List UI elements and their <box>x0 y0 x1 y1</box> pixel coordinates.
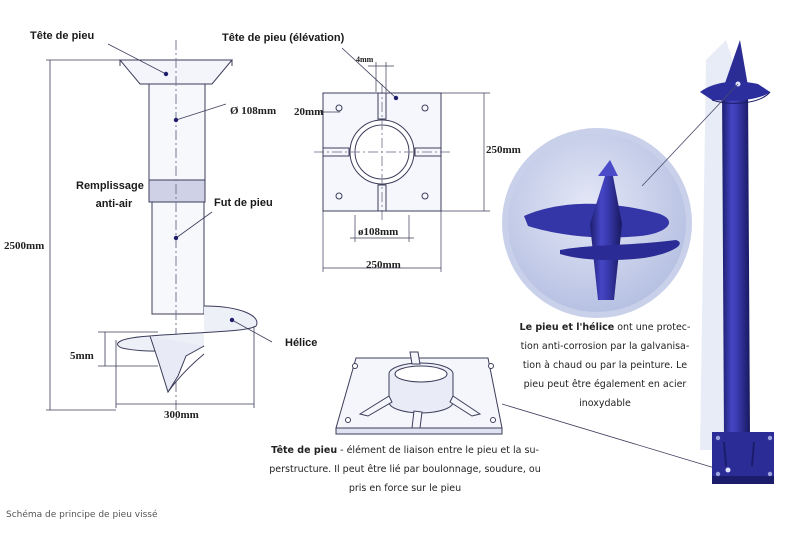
pile-photo <box>700 40 774 484</box>
description-pieu-helice-line3: tion à chaud ou par la peinture. Le <box>522 360 688 371</box>
leader-dot-shaft <box>173 235 179 241</box>
dim-pitch: 5mm <box>70 350 94 362</box>
description-tete-line2: perstructure. Il peut être lié par boulo… <box>269 464 541 475</box>
dim-diameter-pile: Ø 108mm <box>230 105 277 117</box>
pile-side-view <box>46 40 273 420</box>
zoom-inset <box>502 83 739 318</box>
dim-plate-height: 250mm <box>486 144 521 156</box>
label-remplissage-line2: anti-air <box>95 198 133 210</box>
leader-dot-plate <box>393 95 399 101</box>
description-tete-bold: Tête de pieu <box>271 445 338 456</box>
lower-shaft <box>151 201 205 315</box>
label-tete-de-pieu: Tête de pieu <box>30 30 95 42</box>
description-pieu-helice-bold: Le pieu et l'hélice <box>519 322 615 333</box>
filler-zone <box>148 179 206 203</box>
label-fut: Fut de pieu <box>214 197 273 209</box>
figure-caption: Schéma de principe de pieu vissé <box>6 510 158 520</box>
label-tete-elevation: Tête de pieu (élévation) <box>222 32 345 44</box>
head-plate-elevation <box>314 47 490 272</box>
description-pieu-helice-line4: pieu peut être également en acier <box>523 379 687 390</box>
leader-dot-upper <box>173 117 179 123</box>
label-remplissage: Remplissage anti-air <box>76 180 144 210</box>
leader-dot-head <box>163 71 169 77</box>
description-pieu-helice-line1: ont une protec- <box>614 322 691 333</box>
leader-dot-helix <box>229 317 235 323</box>
label-helice: Hélice <box>285 337 318 349</box>
dim-plate-width: 250mm <box>366 259 401 271</box>
description-pieu-helice: Le pieu et l'hélice ont une protec- tion… <box>500 318 710 413</box>
description-tete: Tête de pieu - élément de liaison entre … <box>250 441 560 498</box>
dim-length: 2500mm <box>4 240 45 252</box>
description-pieu-helice-line2: tion anti-corrosion par la galvanisa- <box>520 341 690 352</box>
description-tete-line1: - élément de liaison entre le pieu et la… <box>337 445 539 456</box>
label-remplissage-line1: Remplissage <box>76 180 144 192</box>
dim-helix-width: 300mm <box>164 409 199 421</box>
dim-plate-thickness: 4mm <box>356 55 374 64</box>
upper-shaft <box>148 83 206 181</box>
dim-edge-offset: 20mm <box>294 106 324 118</box>
head-plate-3d <box>335 351 729 473</box>
dim-plate-diameter: ø108mm <box>358 226 399 238</box>
description-pieu-helice-line5: inoxydable <box>579 398 631 409</box>
description-tete-line3: pris en force sur le pieu <box>348 483 462 494</box>
